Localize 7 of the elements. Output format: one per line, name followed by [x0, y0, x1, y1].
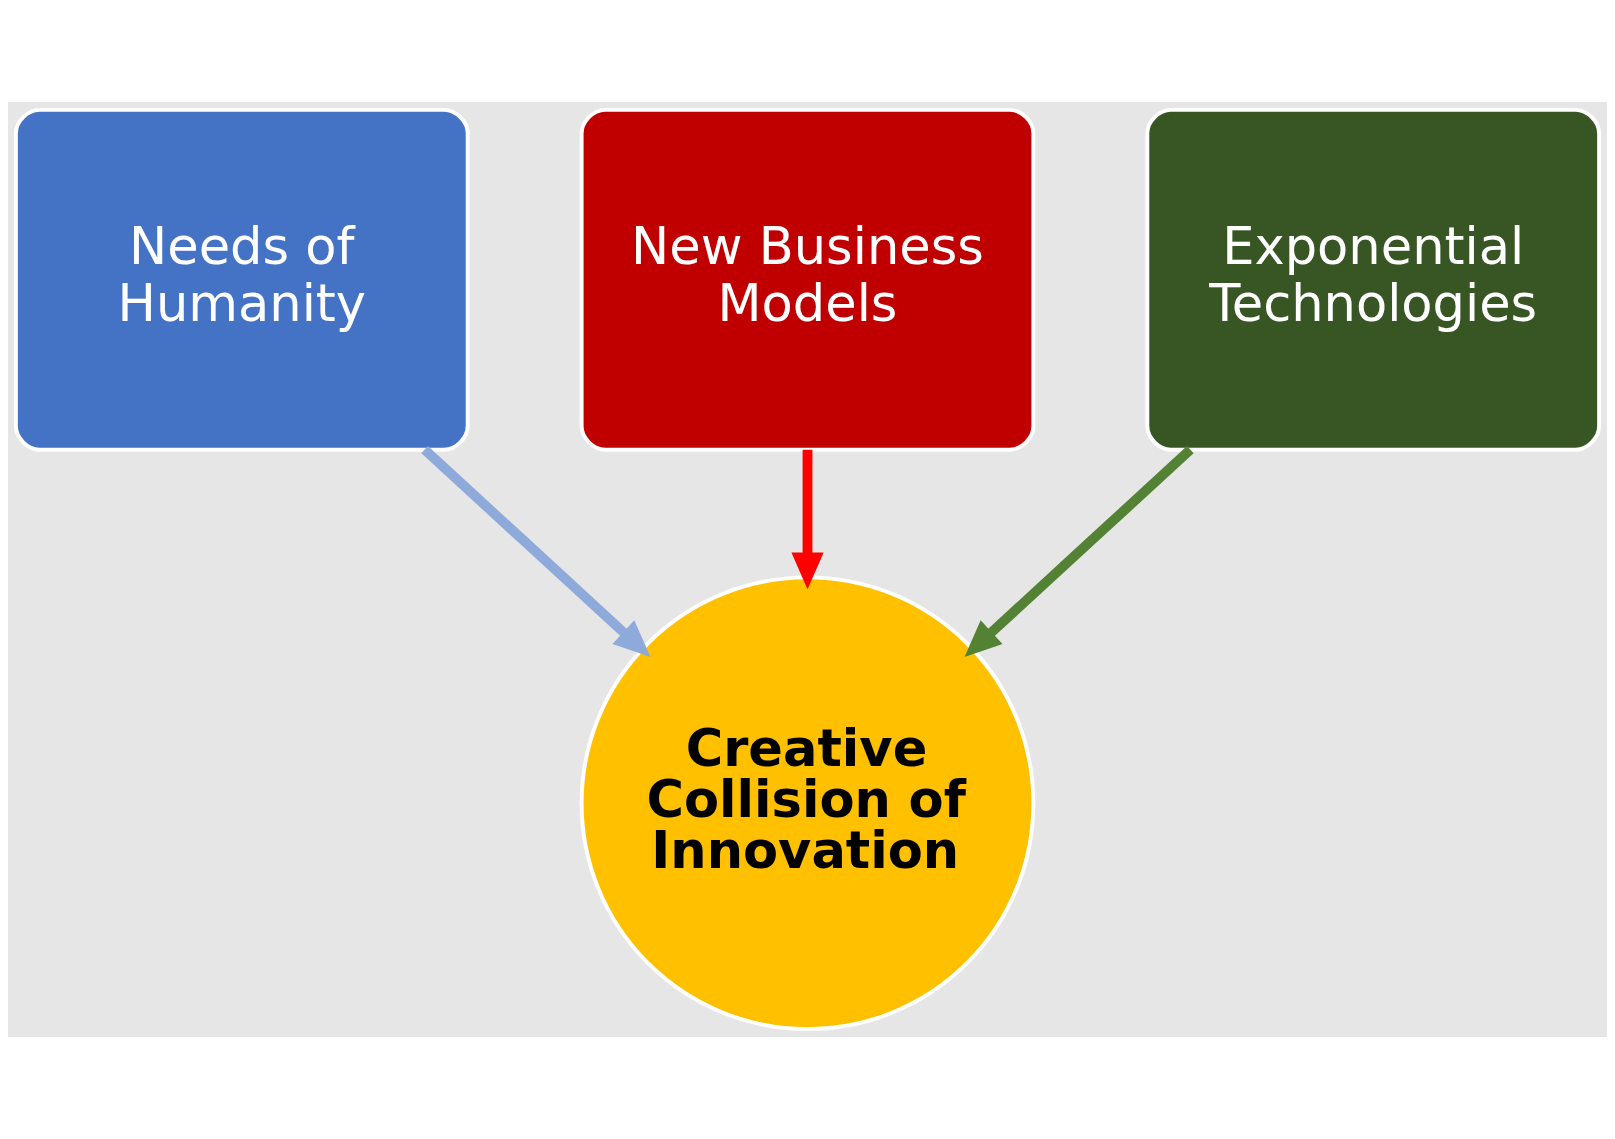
node-box: Needs of Humanity: [13, 107, 470, 452]
arrow: [421, 446, 651, 658]
arrow: [791, 449, 824, 590]
arrow: [964, 446, 1194, 658]
node-box: Exponential Technologies: [1145, 107, 1602, 452]
node-box: New Business Models: [579, 107, 1036, 452]
node-circle: Creative Collision of Innovation: [579, 575, 1036, 1032]
